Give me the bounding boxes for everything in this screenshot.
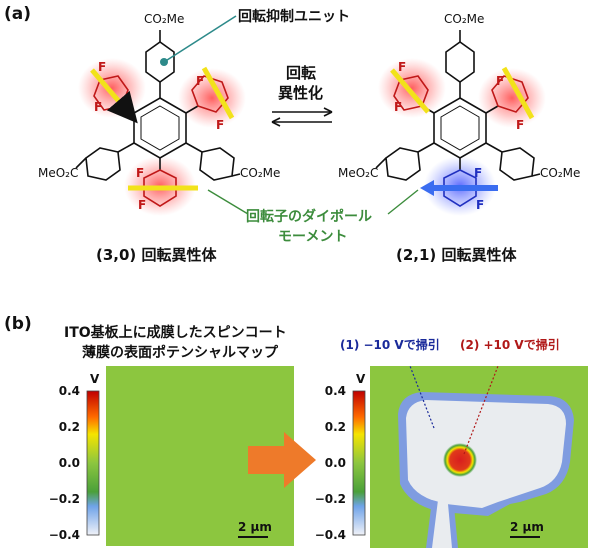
red-glow	[178, 68, 246, 128]
left-molecule	[75, 15, 246, 216]
left-isomer-label: (3,0) 回転異性体	[96, 246, 217, 264]
colorbar-unit-left: V	[90, 372, 100, 386]
fluorine-label: F	[94, 100, 103, 114]
fluorine-label: F	[98, 60, 107, 74]
fluorine-label: F	[138, 198, 147, 212]
left-scalebar-label: 2 μm	[238, 520, 272, 534]
fluorine-label: F	[196, 74, 205, 88]
ester-label-top-right: CO₂Me	[444, 12, 485, 26]
left-colorbar	[86, 390, 100, 536]
fluorine-label: F	[216, 118, 225, 132]
ester-label-left-right: MeO₂C	[338, 166, 379, 180]
right-molecule	[375, 30, 546, 216]
sweep-negative-label: (1) −10 Vで掃引	[340, 338, 440, 352]
colorbar-tick: −0.4	[48, 528, 80, 542]
dipole-pointer-lines	[207, 189, 419, 215]
colorbar-tick: 0.0	[58, 456, 80, 470]
right-colorbar	[352, 390, 366, 536]
colorbar-tick: −0.4	[314, 528, 346, 542]
left-scalebar	[238, 536, 268, 538]
ester-label-left-left: MeO₂C	[38, 166, 79, 180]
colorbar-tick: −0.2	[48, 492, 80, 506]
red-glow	[478, 68, 546, 128]
transition-arrow	[248, 432, 316, 488]
right-isomer-label: (2,1) 回転異性体	[396, 246, 517, 264]
fluorine-label: F	[394, 100, 403, 114]
dipole-label-line2: モーメント	[278, 229, 348, 245]
colorbar-unit-right: V	[356, 372, 366, 386]
right-scalebar	[510, 536, 540, 538]
panel-b-label: (b)	[4, 314, 32, 334]
panel-a-label: (a)	[4, 4, 32, 24]
right-scalebar-label: 2 μm	[510, 520, 544, 534]
colorbar-tick: 0.0	[324, 456, 346, 470]
equilibrium-arrows	[271, 107, 333, 127]
positive-spot	[443, 443, 477, 477]
right-potential-map	[370, 366, 588, 548]
ester-label-right-left: CO₂Me	[240, 166, 281, 180]
isomerization-label-line2: 異性化	[278, 84, 324, 102]
map-title-line2: 薄膜の表面ポテンシャルマップ	[82, 345, 278, 361]
swept-region	[406, 400, 566, 508]
fluorine-label: F	[398, 60, 407, 74]
colorbar-tick: 0.4	[58, 384, 80, 398]
ester-label-right-right: CO₂Me	[540, 166, 581, 180]
fluorine-label: F	[474, 166, 483, 180]
colorbar-tick: 0.4	[324, 384, 346, 398]
fluorine-label: F	[136, 166, 145, 180]
colorbar-tick: 0.2	[324, 420, 346, 434]
dipole-label-line1: 回転子のダイポール	[246, 209, 372, 225]
channel	[432, 500, 452, 548]
colorbar-tick: 0.2	[58, 420, 80, 434]
fluorine-label: F	[476, 198, 485, 212]
molecule-diagram	[75, 15, 546, 216]
colorbar-tick: −0.2	[314, 492, 346, 506]
sweep-positive-label: (2) +10 Vで掃引	[460, 338, 560, 352]
fluorine-label: F	[496, 74, 505, 88]
rotor-unit-label: 回転抑制ユニット	[238, 9, 350, 25]
map-title-line1: ITO基板上に成膜したスピンコート	[64, 325, 287, 341]
fluorine-label: F	[516, 118, 525, 132]
ester-label-top-left: CO₂Me	[144, 12, 185, 26]
isomerization-label-line1: 回転	[286, 64, 317, 82]
